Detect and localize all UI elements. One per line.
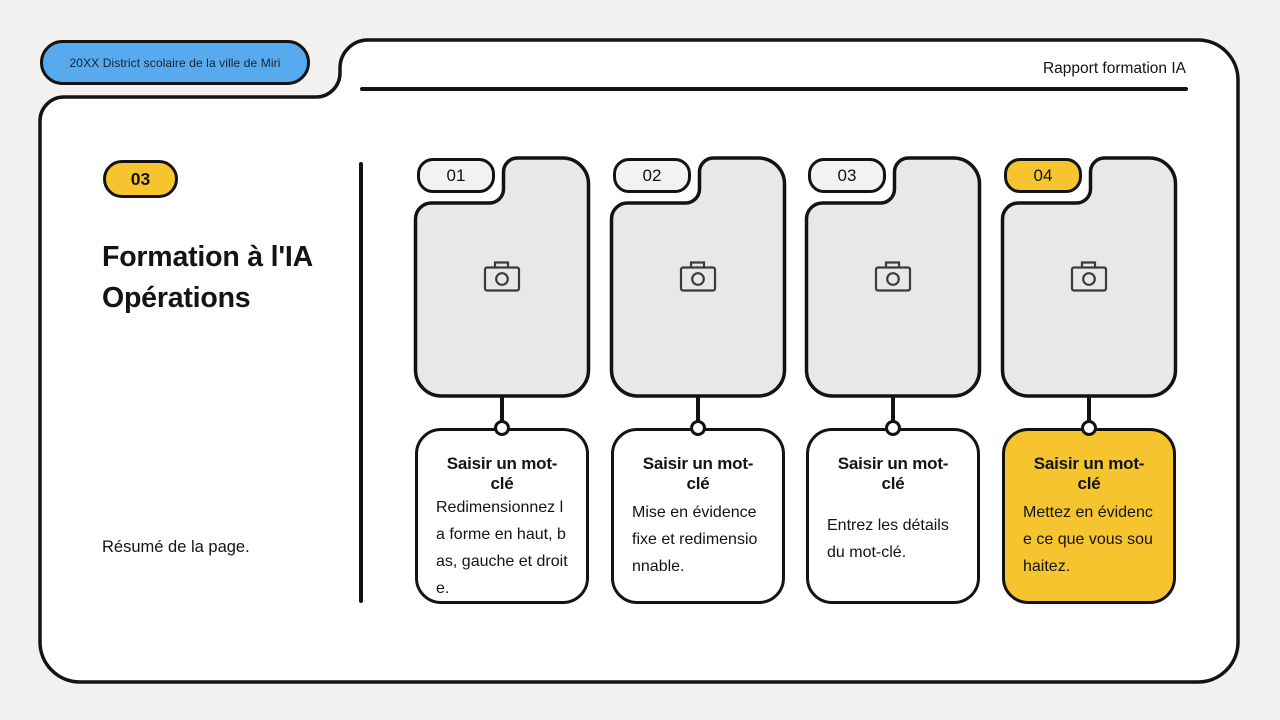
header-rule <box>360 87 1188 91</box>
report-header: Rapport formation IA <box>1042 60 1186 77</box>
connector-dot <box>494 420 510 436</box>
page-title: Formation à l'IA Opérations <box>102 241 314 315</box>
step-heading: Saisir un mot-clé <box>1033 454 1145 493</box>
image-placeholder-card <box>1000 156 1178 398</box>
page-summary: Résumé de la page. <box>102 538 250 556</box>
camera-icon <box>679 261 717 292</box>
connector-dot <box>885 420 901 436</box>
district-badge-label: 20XX District scolaire de la ville de Mi… <box>69 55 281 70</box>
image-placeholder-card <box>804 156 982 398</box>
image-placeholder-card <box>413 156 591 398</box>
connector-line <box>891 396 895 428</box>
step-heading: Saisir un mot-clé <box>446 454 558 493</box>
step-number: 04 <box>1033 165 1053 185</box>
step-text-card: Saisir un mot-clé Redimensionnez la form… <box>415 428 589 604</box>
vertical-divider <box>359 162 363 603</box>
step-column-3: 03 Saisir un mot-clé Entrez les détails … <box>804 156 982 604</box>
connector-line <box>1087 396 1091 428</box>
step-text-card: Saisir un mot-clé Mise en évidence fixe … <box>611 428 785 604</box>
camera-icon <box>874 261 912 292</box>
step-text-card: Saisir un mot-clé Entrez les détails du … <box>806 428 980 604</box>
connector-dot <box>1081 420 1097 436</box>
camera-icon <box>1070 261 1108 292</box>
image-placeholder-card <box>609 156 787 398</box>
step-heading: Saisir un mot-clé <box>837 454 949 493</box>
connector-dot <box>690 420 706 436</box>
step-number-tab: 04 <box>1004 158 1082 193</box>
camera-icon <box>483 261 521 292</box>
step-column-1: 01 Saisir un mot-clé Redimensionnez la f… <box>413 156 591 604</box>
step-number-tab: 01 <box>417 158 495 193</box>
step-number-tab: 02 <box>613 158 691 193</box>
step-number: 01 <box>446 165 466 185</box>
step-body: Entrez les détails du mot-clé. <box>827 517 949 561</box>
page-number-pill: 03 <box>103 160 178 198</box>
step-number: 02 <box>642 165 662 185</box>
step-body: Mise en évidence fixe et redimensionnabl… <box>632 503 758 575</box>
step-heading: Saisir un mot-clé <box>642 454 754 493</box>
connector-line <box>696 396 700 428</box>
step-body: Mettez en évidence ce que vous souhaitez… <box>1023 503 1153 575</box>
district-badge: 20XX District scolaire de la ville de Mi… <box>40 40 310 85</box>
step-column-2: 02 Saisir un mot-clé Mise en évidence fi… <box>609 156 787 604</box>
step-number: 03 <box>837 165 857 185</box>
step-number-tab: 03 <box>808 158 886 193</box>
step-column-4: 04 Saisir un mot-clé Mettez en évidence … <box>1000 156 1178 604</box>
page-number: 03 <box>130 168 151 189</box>
connector-line <box>500 396 504 428</box>
step-body: Redimensionnez la forme en haut, bas, ga… <box>436 499 568 597</box>
step-text-card: Saisir un mot-clé Mettez en évidence ce … <box>1002 428 1176 604</box>
